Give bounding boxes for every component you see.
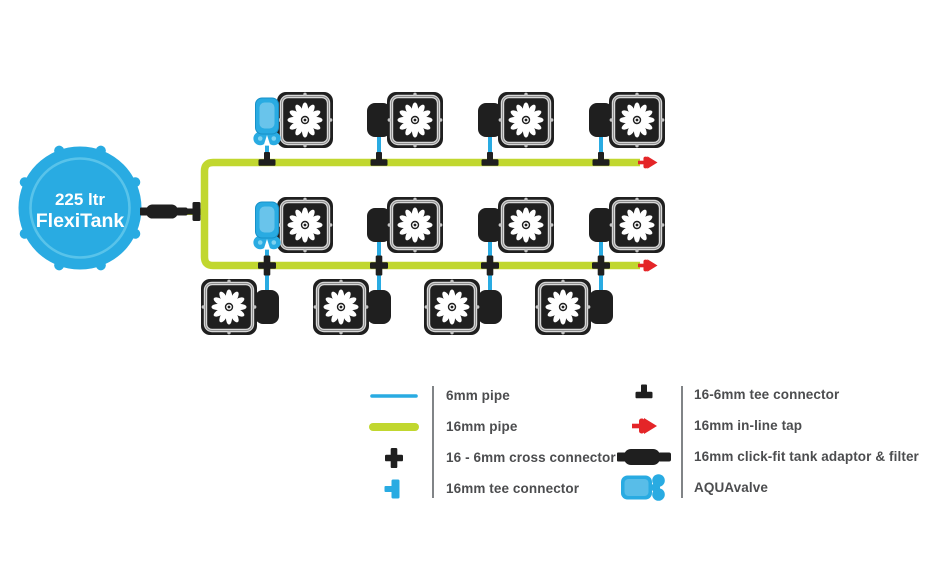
pot <box>387 197 443 253</box>
pot <box>609 92 665 148</box>
diagram-svg: 225 ltr FlexiTank <box>18 0 940 380</box>
legend-item-16mm-pipe: 16mm pipe <box>358 411 616 442</box>
tank-name-label: FlexiTank <box>36 210 125 232</box>
tee-16mm-connector <box>185 202 201 221</box>
legend-item-inline-tap: 16mm in-line tap <box>608 410 919 441</box>
tank-capacity-label: 225 ltr <box>55 190 105 209</box>
pot-tray <box>478 290 502 324</box>
aquavalve <box>252 97 282 147</box>
pot-tray <box>367 290 391 324</box>
pot <box>424 279 480 335</box>
legend-item-tank-adaptor: 16mm click-fit tank adaptor & filter <box>608 441 919 472</box>
tank-adaptor-icon <box>608 447 680 467</box>
pipe-16mm-main <box>200 158 640 270</box>
16mm-pipe-swatch <box>358 421 430 433</box>
pot <box>277 92 333 148</box>
legend-item-16-6mm-tee: 16-6mm tee connector <box>608 379 919 410</box>
pot <box>498 92 554 148</box>
inline-tap <box>638 156 658 169</box>
aquavalve-icon <box>608 474 680 501</box>
6mm-pipe-swatch <box>358 391 430 401</box>
tee-16mm-connector-icon <box>358 478 430 500</box>
pot <box>277 197 333 253</box>
legend-label: 16mm tee connector <box>446 481 580 496</box>
cross-connector <box>258 255 276 276</box>
inline-tap-icon <box>608 416 680 436</box>
legend-left-column: 6mm pipe 16mm pipe 16 - 6mm cross connec… <box>358 380 616 504</box>
legend-item-6mm-pipe: 6mm pipe <box>358 380 616 411</box>
cross-connector <box>592 255 610 276</box>
pot <box>387 92 443 148</box>
pot <box>201 279 257 335</box>
legend-label: 6mm pipe <box>446 388 510 403</box>
legend-divider-left <box>432 386 434 498</box>
tee-16-6mm-connector-icon <box>608 383 680 407</box>
legend-label: 16mm click-fit tank adaptor & filter <box>694 449 919 464</box>
pot <box>498 197 554 253</box>
cross-connector <box>481 255 499 276</box>
pot <box>609 197 665 253</box>
tank-body <box>18 146 142 270</box>
legend-item-cross-connector: 16 - 6mm cross connector <box>358 442 616 473</box>
tank-inner-ring <box>29 157 131 259</box>
aquavalve <box>252 201 282 251</box>
legend-item-16mm-tee: 16mm tee connector <box>358 473 616 504</box>
cross-connector-icon <box>358 447 430 469</box>
pot <box>313 279 369 335</box>
legend-item-aquavalve: AQUAvalve <box>608 472 919 503</box>
pot-tray <box>255 290 279 324</box>
legend-label: 16 - 6mm cross connector <box>446 450 616 465</box>
pot-tray <box>589 290 613 324</box>
tank-adaptor <box>140 204 188 219</box>
legend-label: 16mm pipe <box>446 419 518 434</box>
legend-divider-right <box>681 386 683 498</box>
inline-tap <box>638 259 658 272</box>
pot <box>535 279 591 335</box>
legend-label: AQUAvalve <box>694 480 768 495</box>
flexitank: 225 ltr FlexiTank <box>18 145 142 271</box>
cross-connector <box>370 255 388 276</box>
legend-label: 16mm in-line tap <box>694 418 803 433</box>
legend-label: 16-6mm tee connector <box>694 387 840 402</box>
legend-right-column: 16-6mm tee connector 16mm in-line tap 16… <box>608 379 919 503</box>
